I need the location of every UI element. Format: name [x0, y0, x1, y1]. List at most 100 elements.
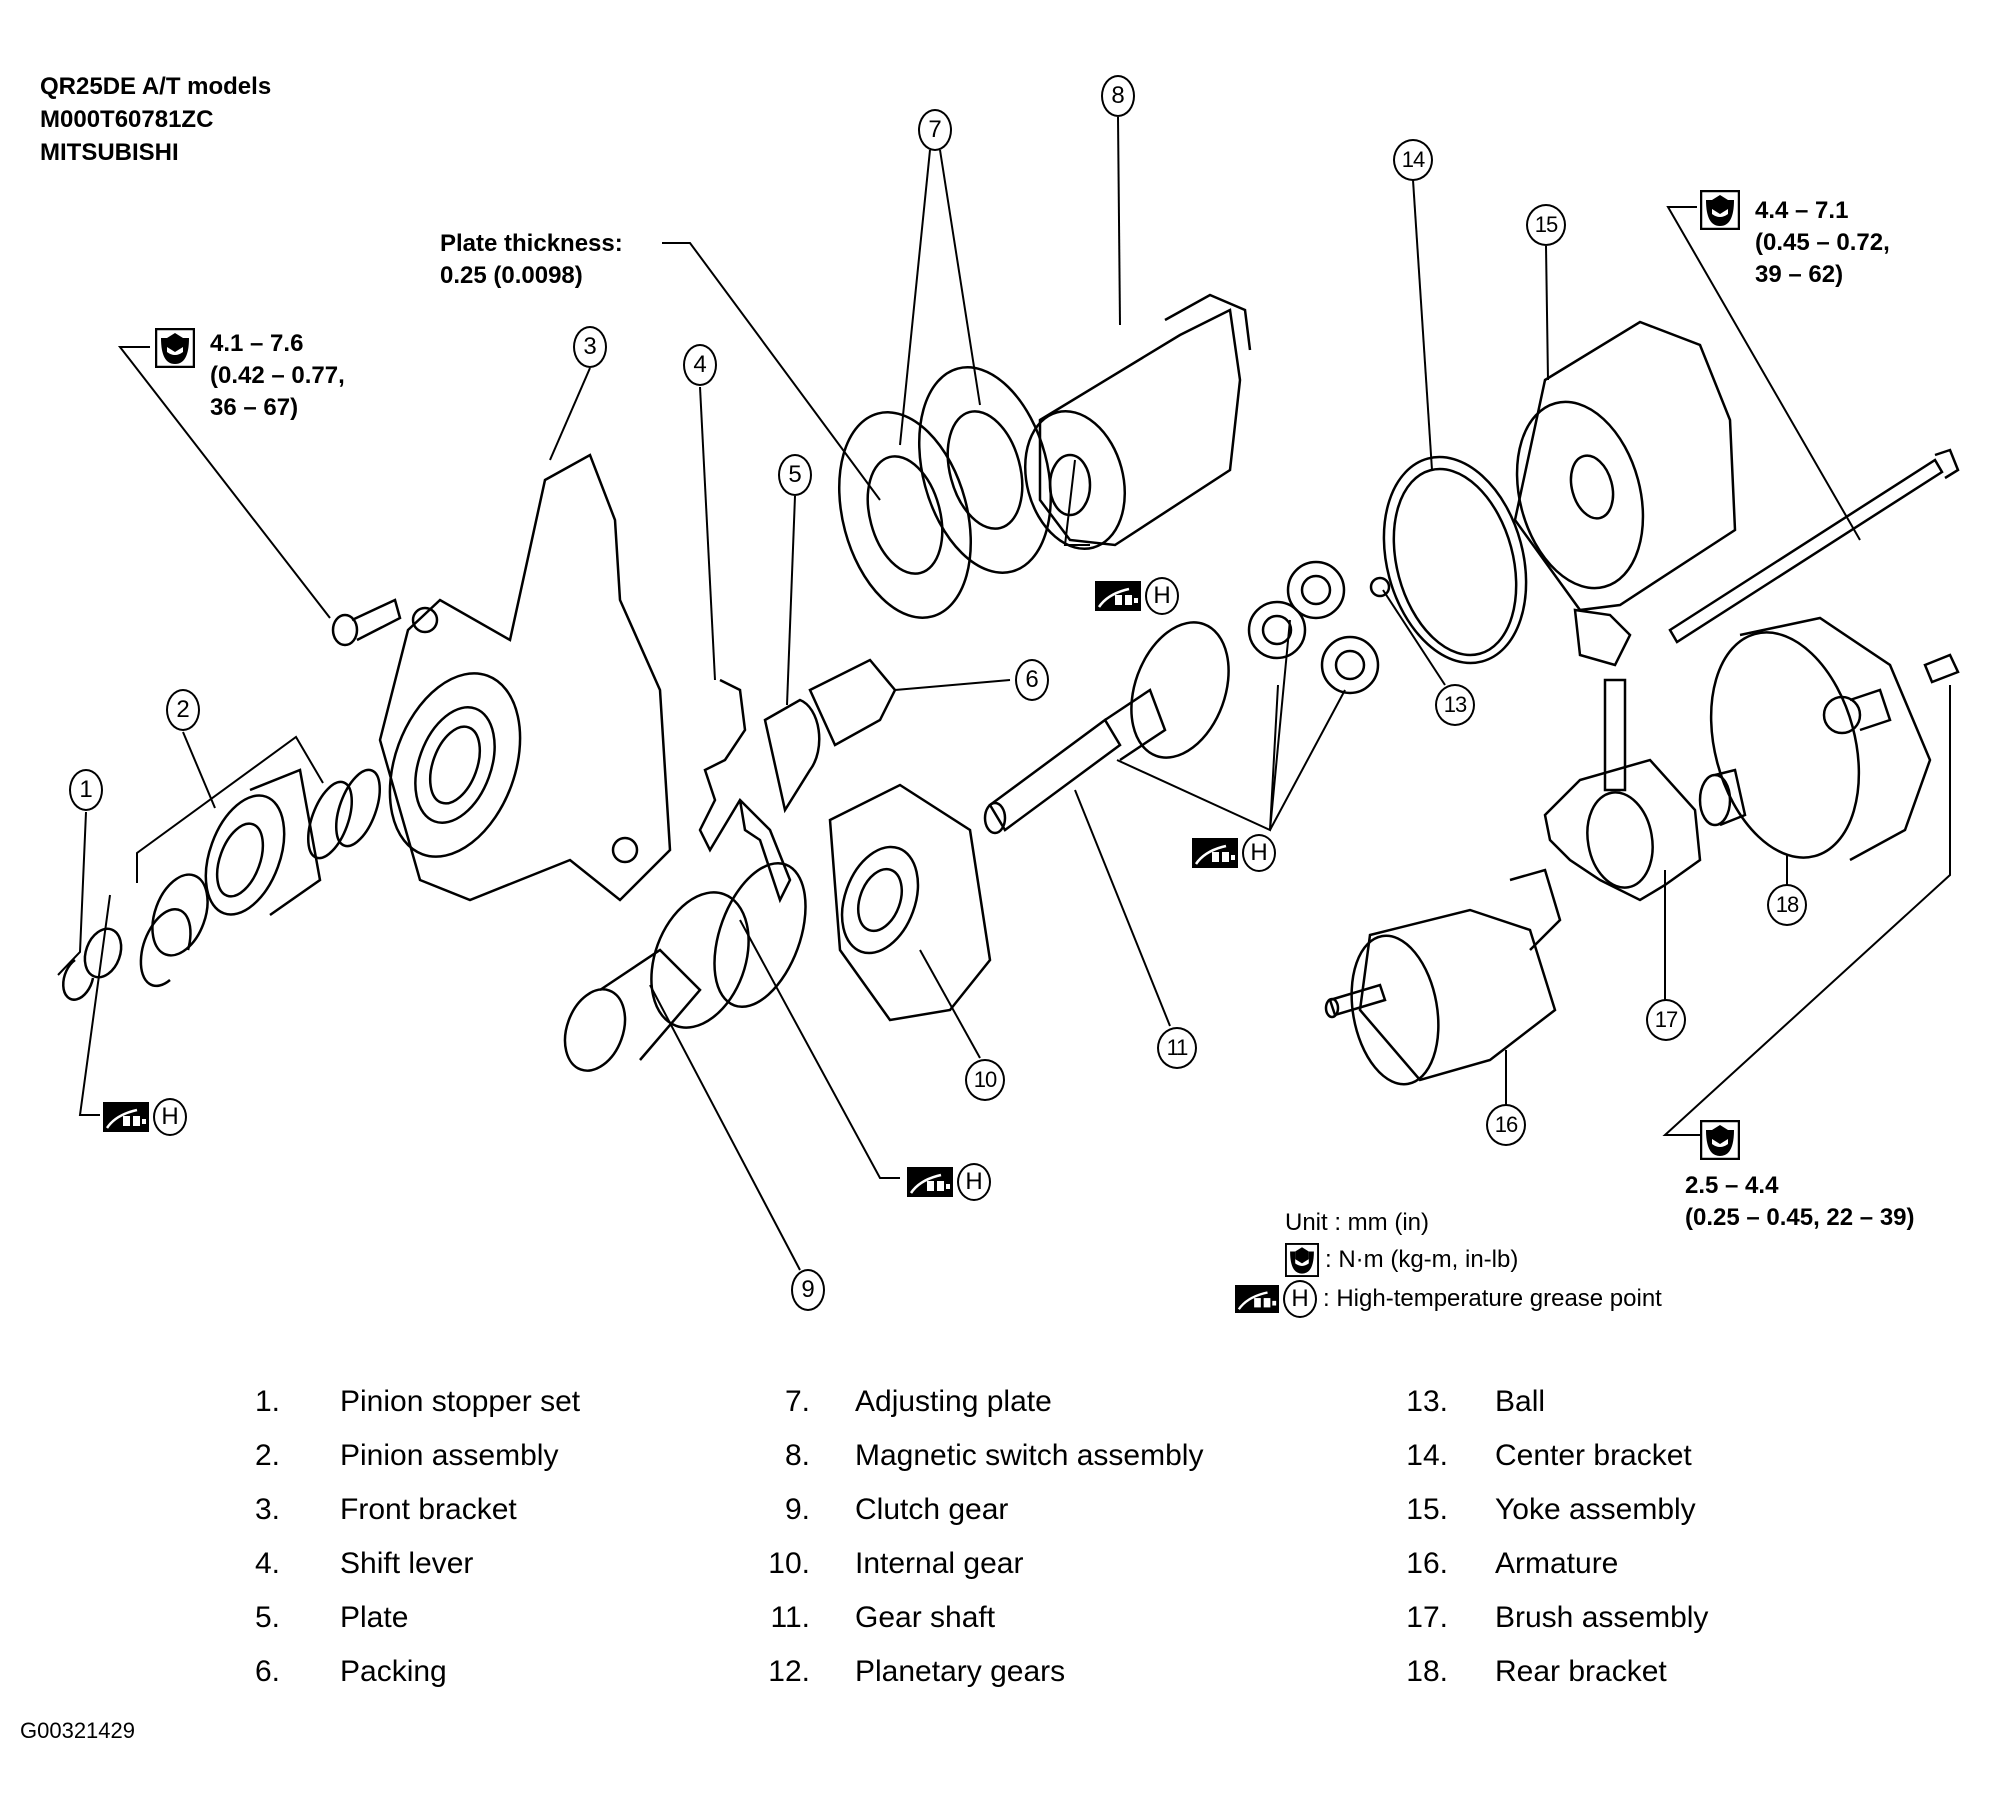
part-number: 14.: [1406, 1439, 1448, 1472]
callout-11: 11: [1157, 1027, 1197, 1069]
grease-point-callout: H: [907, 1163, 991, 1201]
part-number: 4.: [254, 1547, 280, 1580]
part-number: 1.: [254, 1385, 280, 1418]
callout-6: 6: [1015, 659, 1049, 701]
part-number: 15.: [1406, 1493, 1448, 1526]
torque-value-nm: 4.4 – 7.1: [1755, 197, 1849, 224]
torque-value-inlb: 36 – 67): [210, 394, 299, 421]
model-header: QR25DE A/T models M000T60781ZC MITSUBISH…: [40, 70, 271, 169]
torque-value-kgm: (0.45 – 0.72,: [1755, 229, 1890, 256]
callout-9: 9: [791, 1269, 825, 1311]
torque-value-inlb: 39 – 62): [1755, 261, 1844, 288]
callout-2: 2: [166, 689, 200, 731]
torque-value-nm: 2.5 – 4.4: [1685, 1172, 1779, 1199]
plate-thickness-value: 0.25 (0.0098): [440, 262, 583, 289]
part-name: Plate: [340, 1601, 409, 1634]
part-number: 8.: [784, 1439, 810, 1472]
part-name: Brush assembly: [1495, 1601, 1709, 1634]
grease-h-badge: H: [1145, 577, 1179, 615]
leader-lines: [57, 116, 1951, 1271]
stopper-ring-shape: [83, 927, 123, 979]
shift-lever-shape: [698, 678, 792, 904]
front-bracket-shape: [378, 453, 672, 902]
part-name: Center bracket: [1495, 1439, 1692, 1472]
part-name: Planetary gears: [855, 1655, 1066, 1688]
magnetic-switch-shape: [1023, 293, 1252, 550]
part-name: Ball: [1495, 1385, 1546, 1418]
callout-18: 18: [1767, 884, 1807, 926]
packing-shape: [808, 658, 897, 747]
legend-torque-row: : N·m (kg-m, in-lb): [1235, 1241, 1795, 1279]
callout-15: 15: [1526, 204, 1566, 246]
torque-wrench-icon: [1700, 1120, 1740, 1160]
callout-17: 17: [1646, 999, 1686, 1041]
callout-7: 7: [918, 109, 952, 151]
part-number: 10.: [768, 1547, 810, 1580]
grease-gun-icon: [1095, 581, 1141, 611]
plate-shape: [763, 698, 821, 814]
part-number: 3.: [254, 1493, 280, 1526]
grease-h-badge: H: [1242, 834, 1276, 872]
grease-h-badge: H: [957, 1163, 991, 1201]
grease-gun-icon: [1192, 838, 1238, 868]
part-name: Packing: [340, 1655, 447, 1688]
callout-8: 8: [1101, 75, 1135, 117]
part-number: 18.: [1406, 1655, 1448, 1688]
grease-point-callout: H: [1095, 577, 1179, 615]
part-outlines: [62, 293, 1960, 1086]
plate-thickness-label: Plate thickness:: [440, 230, 623, 257]
torque-front-bolt-spec: 4.1 – 7.6 (0.42 – 0.77, 36 – 67): [210, 328, 345, 424]
callout-10: 10: [965, 1059, 1005, 1101]
pinion-stopper-shape: [62, 958, 95, 1001]
part-number: 16.: [1406, 1547, 1448, 1580]
part-name: Pinion assembly: [340, 1439, 559, 1472]
legend-torque-text: : N·m (kg-m, in-lb): [1325, 1246, 1519, 1273]
part-number: 2.: [254, 1439, 280, 1472]
model-line: QR25DE A/T models: [40, 73, 272, 100]
part-number: 6.: [254, 1655, 280, 1688]
bushing-shape: [1698, 773, 1732, 827]
grease-h-badge: H: [153, 1098, 187, 1136]
torque-wrench-icon: [155, 328, 195, 368]
callout-4: 4: [683, 344, 717, 386]
yoke-shape: [1513, 320, 1737, 612]
rear-bracket-shape: [1709, 616, 1932, 862]
part-name: Magnetic switch assembly: [855, 1439, 1204, 1472]
part-number: 5.: [254, 1601, 280, 1634]
torque-value-kgm: (0.42 – 0.77,: [210, 362, 345, 389]
part-name: Clutch gear: [855, 1493, 1009, 1526]
pinion-ring-shape: [151, 873, 209, 957]
callout-1: 1: [69, 769, 103, 811]
torque-value-nm: 4.1 – 7.6: [210, 330, 304, 357]
part-number: 12.: [768, 1655, 810, 1688]
part-number: 17.: [1406, 1601, 1448, 1634]
part-name: Shift lever: [340, 1547, 474, 1580]
callout-3: 3: [573, 326, 607, 368]
planetary-gear-shape: [1247, 560, 1380, 695]
part-number: 9.: [784, 1493, 810, 1526]
gear-shaft-shape: [983, 621, 1230, 835]
clutch-gear-shape: [563, 861, 807, 1072]
manufacturer-line: MITSUBISHI: [40, 139, 179, 166]
ball-shape: [1369, 576, 1391, 598]
callout-13: 13: [1435, 684, 1475, 726]
part-name: Adjusting plate: [855, 1385, 1052, 1418]
grease-h-badge: H: [1283, 1280, 1317, 1318]
internal-gear-shape: [828, 783, 992, 1022]
pinion-gear-shape: [204, 768, 322, 917]
plate-thickness-annotation: Plate thickness: 0.25 (0.0098): [440, 228, 623, 292]
legend-grease-row: H : High-temperature grease point: [1235, 1279, 1795, 1319]
part-number: 7.: [784, 1385, 810, 1418]
legend-grease-text: : High-temperature grease point: [1323, 1285, 1662, 1312]
adjusting-plate-shape: [837, 366, 1053, 619]
part-name: Front bracket: [340, 1493, 517, 1526]
part-number: 11.: [770, 1601, 810, 1634]
part-name: Yoke assembly: [1495, 1493, 1696, 1526]
figure-id: G00321429: [20, 1718, 135, 1743]
part-number: 13.: [1406, 1385, 1448, 1418]
rear-screw-shape: [1923, 653, 1960, 684]
grease-point-callout: H: [103, 1098, 187, 1136]
torque-wrench-icon: [1285, 1243, 1319, 1277]
grease-point-callout: H: [1192, 834, 1276, 872]
